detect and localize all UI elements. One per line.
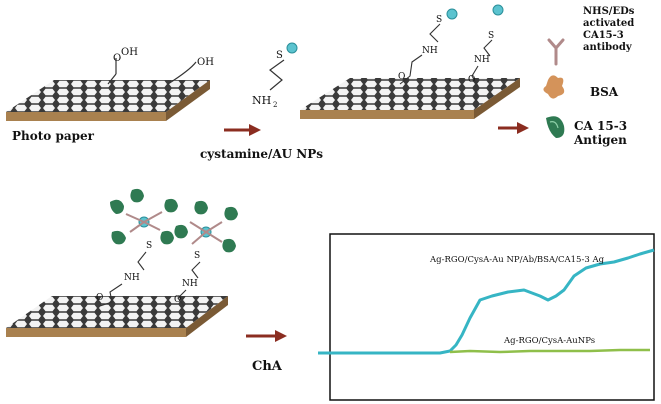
nh2-label: NH [252,94,271,107]
substrate-1-top [6,80,210,112]
bsa-label: BSA [590,85,619,99]
gold-np-icon [286,42,298,54]
nh-label-3a: NH [124,273,140,283]
immunocomplex-1: S NH O [96,188,178,307]
antigen-icon [130,188,144,203]
nh2-subscript: 2 [273,101,277,109]
series-top-label: Ag-RGO/CysA-Au NP/Ab/BSA/CA15-3 Ag [429,255,605,265]
series-bottom-line [449,348,650,354]
substrate-1-front [6,112,166,121]
oh-label-1: OH [121,47,138,58]
carboxyl-group-1: O OH [107,47,138,85]
gold-np-icon [446,8,458,20]
antigen-icon [546,116,565,138]
substrate-1 [6,80,210,121]
antigen-icon [224,206,238,221]
s-label-cys: S [276,50,283,61]
substrate-3 [6,296,228,337]
oxygen-label: O [398,72,405,82]
cystamine-molecule: S NH 2 [252,42,298,109]
antigen-icon [222,238,236,253]
antigen-icon [164,198,178,213]
linker-2b: S NH O [468,4,504,87]
antigen-label-1: CA 15-3 [574,119,627,133]
s-label-3b: S [194,251,200,261]
substrate-3-top [6,296,228,328]
nhs-label-3: CA15-3 [583,30,624,41]
antigen-icon [111,230,126,245]
chart-panel: Ag-RGO/CysA-Au NP/Ab/BSA/CA15-3 Ag Ag-RG… [318,233,655,401]
nh-label-2a: NH [422,46,438,56]
substrate-1-side [166,80,210,121]
linker-2a: S NH O [398,8,458,85]
substrate-2-top [300,78,520,110]
photo-paper-label: Photo paper [12,129,95,143]
oh-label-2: OH [197,57,214,68]
nhs-label-2: activated [583,18,634,29]
series-top-line [318,248,655,355]
cystamine-label: cystamine/AU NPs [200,147,323,161]
s-label-2a: S [436,15,442,25]
substrate-3-front [6,328,186,337]
s-label-2b: S [488,31,494,41]
oxygen-label: O [113,53,121,64]
antigen-icon [194,200,208,215]
bsa-icon [543,75,565,99]
substrate-3-side [186,296,228,337]
immunocomplex-2: S NH O [174,200,238,307]
chart-frame [329,233,655,401]
nhs-label-1: NHS/EDs [583,6,635,17]
nhs-label-4: antibody [583,42,633,53]
hydroxyl-group-1: OH [167,57,214,85]
oxygen-label: O [96,293,103,303]
substrate-2-front [300,110,474,119]
antigen-icon [174,224,188,239]
oxygen-label: O [174,295,181,305]
substrate-2-side [474,78,520,119]
antibody-icon [547,38,565,66]
cha-label: ChA [252,359,283,374]
oxygen-label: O [468,75,475,85]
nh-label-3b: NH [182,279,198,289]
antigen-label-2: Antigen [573,133,627,147]
nh-label-2b: NH [474,55,490,65]
series-bottom-label: Ag-RGO/CysA-AuNPs [503,336,595,346]
gold-np-icon [492,4,504,16]
antigen-icon [110,199,124,214]
s-label-3a: S [146,241,152,251]
substrate-2 [300,78,520,119]
antigen-icon [160,230,174,245]
